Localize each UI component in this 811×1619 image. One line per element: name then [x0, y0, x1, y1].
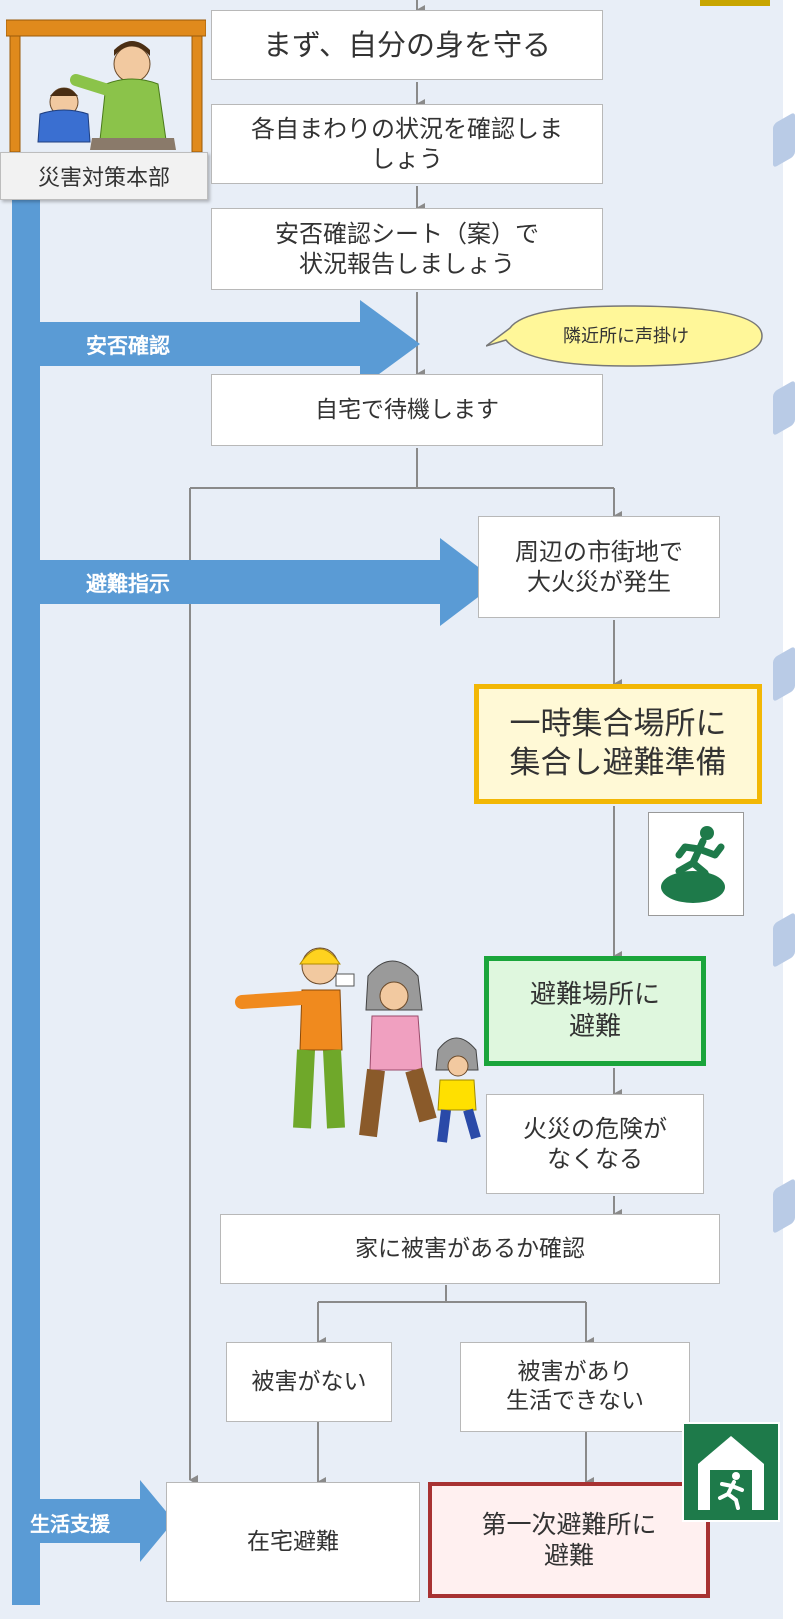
step-text: 被害がない: [251, 1368, 367, 1395]
callout-text: 隣近所に声掛け: [563, 326, 689, 347]
step-text: 被害があり 生活できない: [506, 1359, 644, 1414]
neighbors-callout: 隣近所に声掛け: [486, 300, 766, 370]
step-text: 在宅避難: [247, 1528, 339, 1555]
right-margin: [783, 0, 811, 1619]
evacuating-family-icon: [235, 947, 481, 1143]
step-no-damage: 被害がない: [226, 1342, 392, 1422]
step-check-house: 家に被害があるか確認: [220, 1214, 720, 1284]
top-accent-bar: [700, 0, 770, 6]
step-text: 家に被害があるか確認: [355, 1235, 585, 1262]
step-stay-home: 在宅避難: [166, 1482, 420, 1602]
step-text: 自宅で待機します: [315, 396, 499, 423]
shelter-exit-icon: [682, 1422, 780, 1522]
people-under-desk-icon: [6, 19, 206, 152]
step-text: 火災の危険が なくなる: [523, 1115, 667, 1173]
step-protect-self: まず、自分の身を守る: [211, 10, 603, 80]
speech-bubble-shape: [486, 305, 763, 367]
step-text: 避難場所に 避難: [529, 979, 660, 1043]
hq-label: 災害対策本部: [0, 152, 208, 200]
step-assemble: 一時集合場所に 集合し避難準備: [474, 684, 762, 804]
step-wait-home: 自宅で待機します: [211, 374, 603, 446]
step-text: 周辺の市街地で 大火災が発生: [515, 538, 683, 596]
step-fire-danger-gone: 火災の危険が なくなる: [486, 1094, 704, 1194]
arrow-label-safety-check: 安否確認: [86, 334, 170, 358]
step-text: まず、自分の身を守る: [263, 27, 551, 62]
step-first-shelter: 第一次避難所に 避難: [428, 1482, 710, 1598]
step-text: 第一次避難所に 避難: [481, 1509, 657, 1570]
step-fire-outbreak: 周辺の市街地で 大火災が発生: [478, 516, 720, 618]
step-text: 各自まわりの状況を確認しま しょう: [251, 115, 563, 173]
arrow-label-life-support: 生活支援: [30, 1512, 110, 1536]
step-check-surroundings: 各自まわりの状況を確認しま しょう: [211, 104, 603, 184]
step-report-status: 安否確認シート（案）で 状況報告しましょう: [211, 208, 603, 290]
step-evacuate-site: 避難場所に 避難: [484, 956, 706, 1066]
running-person-exit-icon: [648, 812, 744, 916]
step-text: 安否確認シート（案）で 状況報告しましょう: [275, 220, 539, 278]
arrow-label-evac-instruction: 避難指示: [86, 572, 170, 596]
step-damage-cannot-live: 被害があり 生活できない: [460, 1342, 690, 1432]
step-text: 一時集合場所に 集合し避難準備: [509, 706, 727, 781]
